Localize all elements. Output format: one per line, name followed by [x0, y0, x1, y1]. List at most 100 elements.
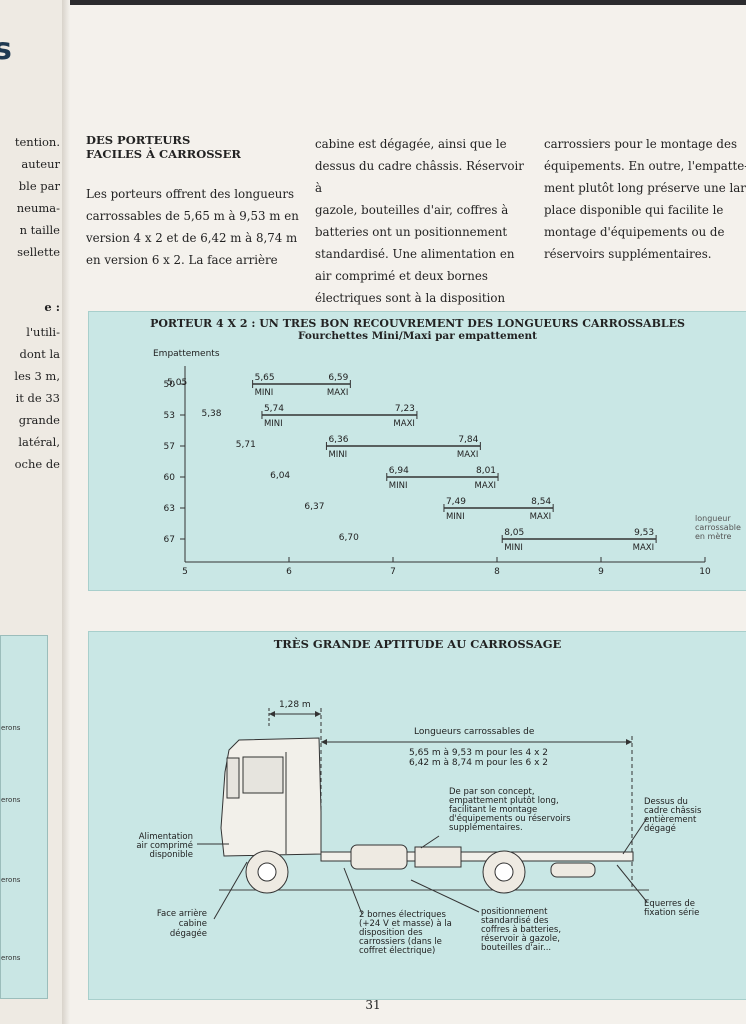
- max-value-label: 8,54: [531, 497, 551, 507]
- x-axis-label-line: en mètre: [695, 531, 732, 541]
- start-value-label: 6,04: [270, 471, 290, 481]
- x-axis-label-line: longueur: [695, 514, 731, 523]
- article-text-line: réservoirs supplémentaires.: [544, 247, 712, 261]
- note-equerres-line: Equerres de: [644, 899, 695, 909]
- note-position-line: bouteilles d'air...: [481, 943, 551, 953]
- min-value-label: 6,94: [389, 466, 409, 476]
- dim-lengths-title: Longueurs carrossables de: [414, 727, 535, 737]
- note-equerres-line: fixation série: [644, 907, 699, 918]
- note-bornes-line: carrossiers (dans le: [359, 937, 442, 947]
- article-text-line: montage d'équipements ou de: [544, 225, 725, 239]
- note-concept-line: supplémentaires.: [449, 822, 523, 833]
- note-air-line: air comprimé: [136, 840, 193, 851]
- x-axis-label-line: carrossable: [695, 523, 741, 532]
- min-value-label: 5,74: [264, 404, 284, 414]
- article-text-line: ment plutôt long préserve une large: [544, 181, 746, 195]
- article-text-line: version 4 x 2 et de 6,42 m à 8,74 m: [86, 231, 298, 245]
- leader-line: [616, 864, 648, 903]
- mini-label: MINI: [504, 543, 523, 553]
- x-tick-label: 8: [494, 567, 500, 577]
- note-concept-line: De par son concept,: [449, 787, 535, 797]
- article-text-line: cabine est dégagée, ainsi que le: [315, 137, 507, 151]
- wheelbase-label: 63: [164, 504, 175, 514]
- min-value-label: 6,36: [328, 435, 348, 445]
- max-value-label: 6,59: [328, 373, 348, 383]
- left-page-line: grande: [18, 413, 60, 427]
- chart-title: PORTEUR 4 X 2 : UN TRES BON RECOUVREMENT…: [150, 317, 685, 330]
- maxi-label: MAXI: [475, 481, 496, 491]
- article-text-line: en version 6 x 2. La face arrière: [86, 253, 278, 267]
- article-text-line: dessus du cadre châssis. Réservoir à: [315, 159, 524, 195]
- chassis-frame-shape: [320, 851, 634, 862]
- article-column-2: cabine est dégagée, ainsi que le dessus …: [315, 133, 527, 331]
- dim-cab-label: 1,28 m: [279, 700, 311, 710]
- page-gutter: [62, 0, 70, 1024]
- rear-hub-shape: [494, 862, 514, 882]
- wheelbase-label: 60: [164, 473, 176, 483]
- article-text-line: équipements. En outre, l'empatte-: [544, 159, 746, 173]
- leader-line: [343, 867, 363, 915]
- left-page-line: n taille: [19, 223, 60, 237]
- max-value-label: 8,01: [476, 466, 496, 476]
- page-number: 31: [365, 998, 381, 1012]
- left-page-line: les 3 m,: [14, 369, 60, 383]
- left-page-line: oche de: [14, 457, 60, 471]
- article-column-3: carrossiers pour le montage des équipeme…: [544, 133, 746, 265]
- left-page-line: ble par: [18, 179, 60, 193]
- left-page-diagram-box: erons erons erons erons: [0, 635, 48, 999]
- x-tick-label: 10: [699, 567, 711, 577]
- y-axis-label: Empattements: [153, 349, 220, 359]
- article-heading-line-2: FACILES À CARROSSER: [86, 147, 241, 161]
- arrow-head: [315, 711, 321, 717]
- start-value-label: 6,37: [304, 502, 324, 512]
- note-position-line: positionnement: [481, 907, 548, 917]
- left-page-line: tention.: [14, 135, 60, 149]
- left-page-line: latéral,: [18, 435, 60, 449]
- diagram-panel: TRÈS GRANDE APTITUDE AU CARROSSAGE: [88, 631, 746, 1000]
- maxi-label: MAXI: [327, 388, 348, 398]
- battery-box-shape: [414, 846, 462, 868]
- max-value-label: 7,23: [395, 404, 415, 414]
- note-face-line: dégagée: [170, 928, 207, 939]
- wheelbase-label: 53: [164, 411, 175, 421]
- left-box-label: erons: [1, 876, 21, 884]
- note-air-line: Alimentation: [139, 832, 193, 842]
- mini-label: MINI: [264, 419, 283, 429]
- left-page-line: sellette: [17, 245, 60, 259]
- article-text-line: standardisé. Une alimentation en: [315, 247, 515, 261]
- left-page-line: dont la: [19, 347, 60, 361]
- note-bornes-line: coffret électrique): [359, 945, 435, 956]
- left-box-label: erons: [1, 954, 21, 962]
- top-edge-bar: [0, 0, 746, 5]
- chart-subtitle: Fourchettes Mini/Maxi par empattement: [297, 330, 538, 342]
- mini-label: MINI: [328, 450, 347, 460]
- article-heading-line-1: DES PORTEURS: [86, 133, 191, 147]
- article-text-line: Les porteurs offrent des longueurs: [86, 187, 295, 201]
- leader-line: [410, 879, 480, 913]
- start-value-label: 5,05: [167, 378, 187, 388]
- min-value-label: 7,49: [446, 497, 466, 507]
- note-face-line: cabine: [179, 919, 207, 929]
- article-text-line: air comprimé et deux bornes: [315, 269, 488, 283]
- article-text-line: place disponible qui facilite le: [544, 203, 724, 217]
- wheelbase-label: 57: [164, 442, 175, 452]
- note-face-line: Face arrière: [157, 908, 207, 919]
- fuel-tank-shape: [350, 844, 408, 870]
- left-page-line: l'utili-: [26, 325, 60, 339]
- leader-line: [213, 861, 248, 920]
- left-box-label: erons: [1, 796, 21, 804]
- start-value-label: 5,38: [201, 409, 221, 419]
- note-cadre-line: entièrement: [644, 814, 697, 825]
- arrow-head: [321, 739, 327, 745]
- max-value-label: 9,53: [634, 528, 654, 538]
- wheelbase-label: 50: [164, 380, 176, 390]
- note-position-line: réservoir à gazole,: [481, 933, 560, 944]
- note-cadre-line: dégagé: [644, 823, 676, 834]
- cab-window-shape: [242, 756, 284, 794]
- chart-panel: PORTEUR 4 X 2 : UN TRES BON RECOUVREMENT…: [88, 311, 746, 591]
- front-hub-shape: [257, 862, 277, 882]
- truck-diagram: 1,28 m Longueurs carrossables de 5,65 m …: [136, 700, 702, 956]
- min-value-label: 8,05: [504, 528, 524, 538]
- spacer: [86, 161, 301, 183]
